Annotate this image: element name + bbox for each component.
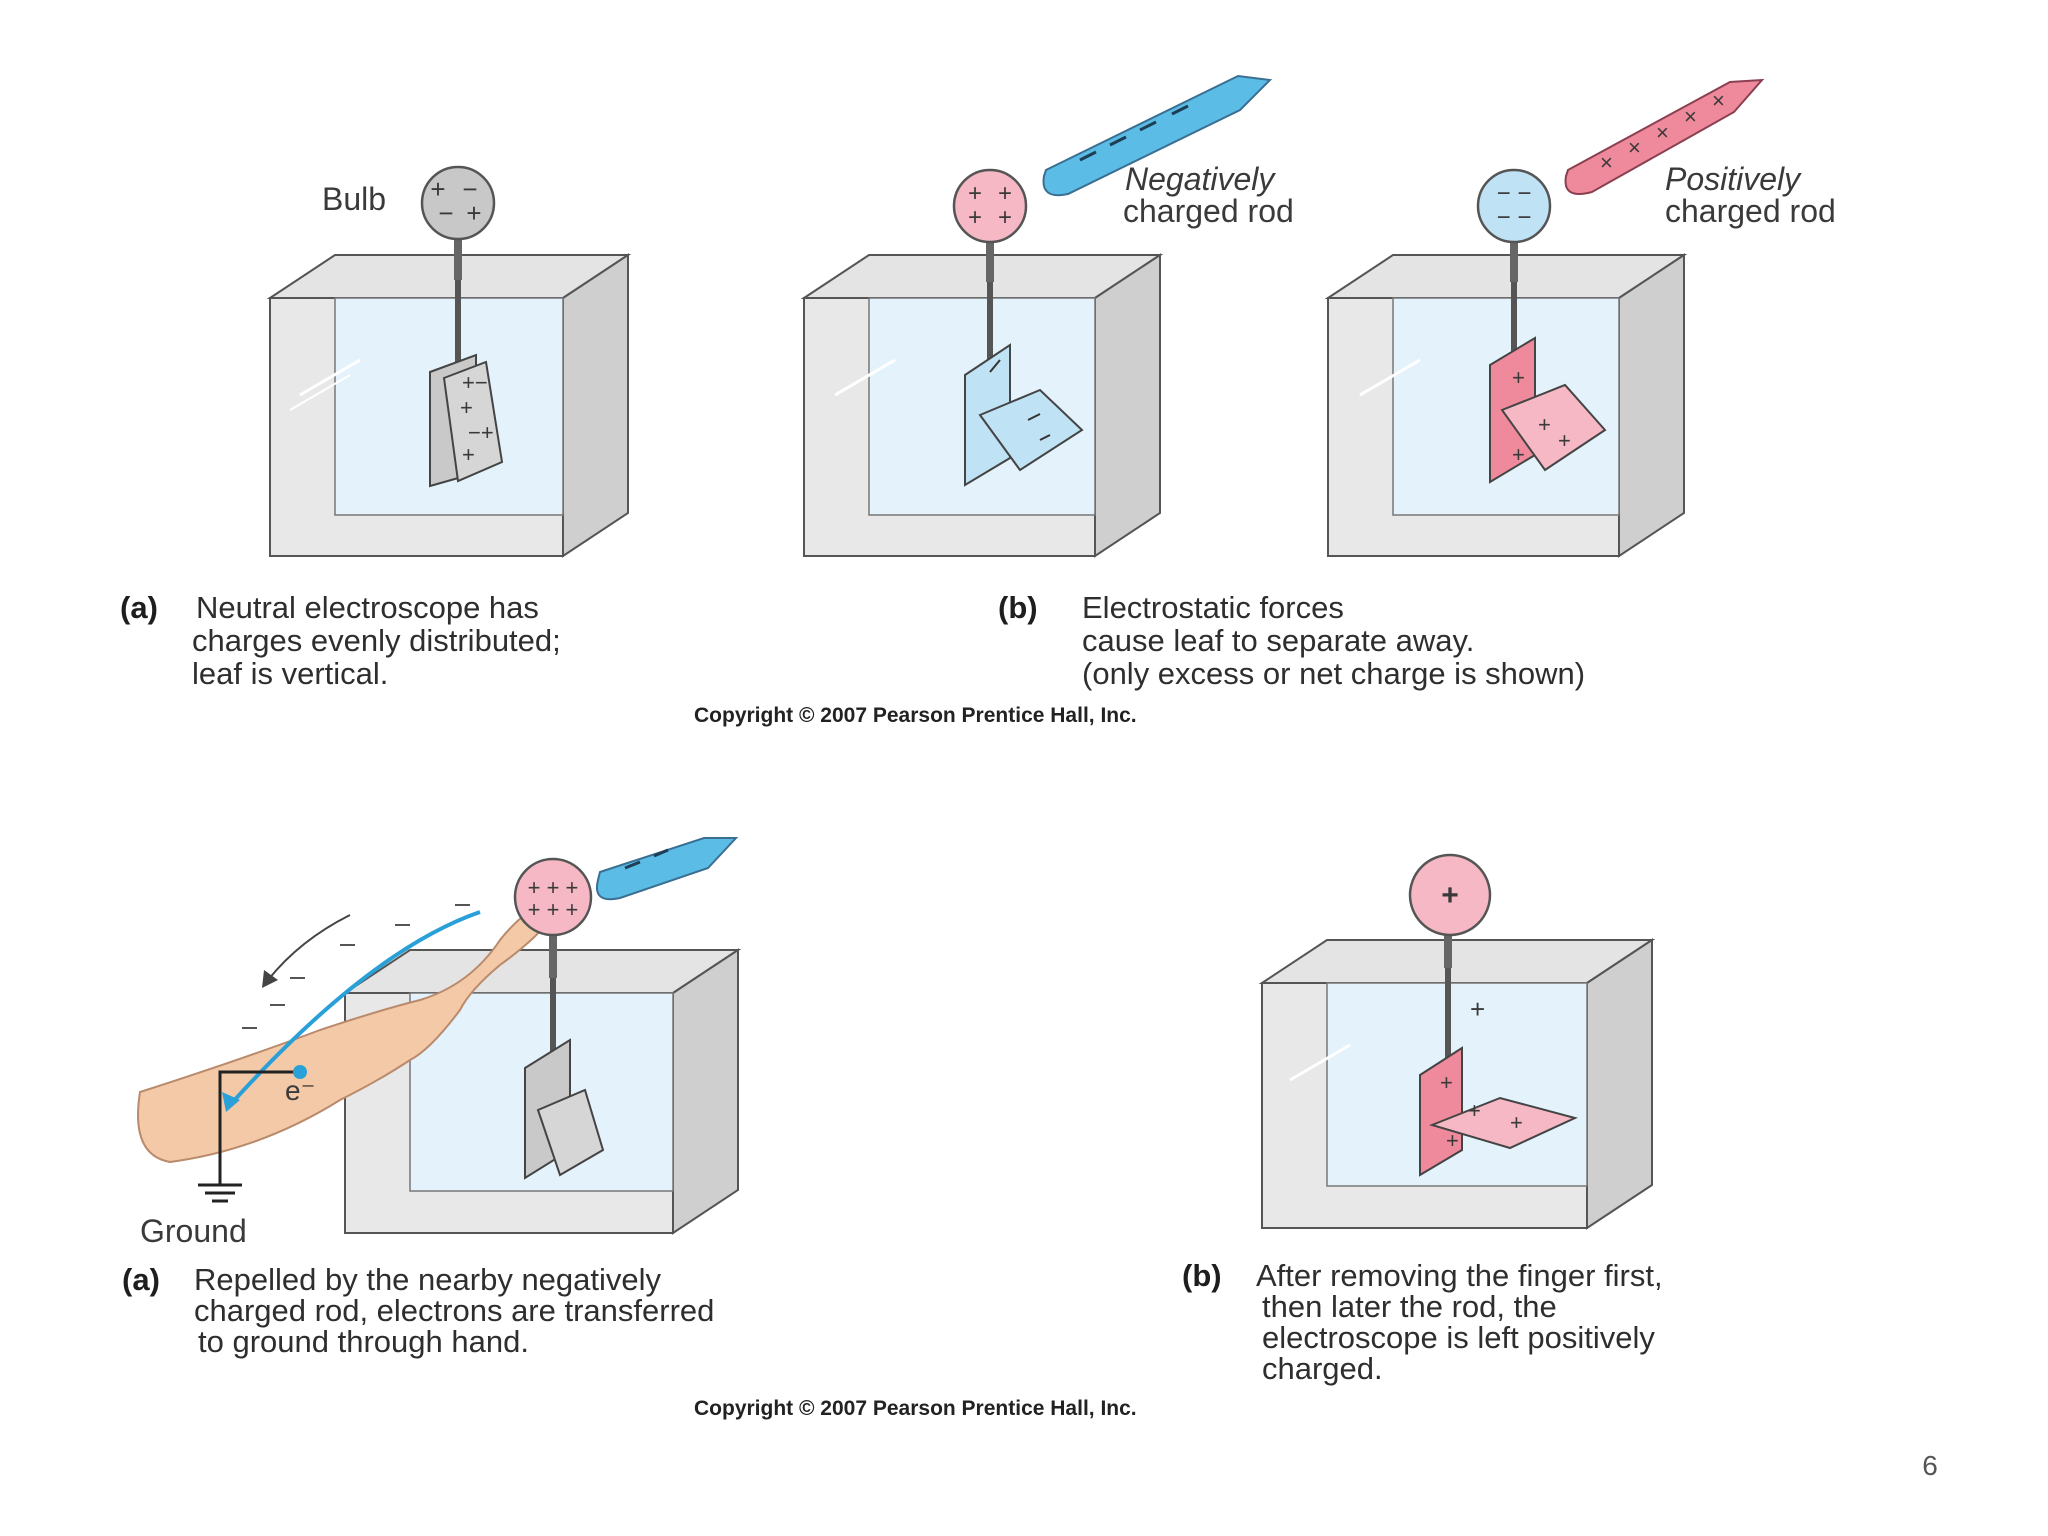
svg-text:− −: − − bbox=[1497, 204, 1532, 231]
svg-text:+: + bbox=[462, 442, 475, 467]
svg-text:+: + bbox=[1538, 412, 1551, 437]
svg-text:+: + bbox=[998, 180, 1012, 207]
top-copyright: Copyright © 2007 Pearson Prentice Hall, … bbox=[694, 704, 1137, 727]
electroscope-grounding: + + + + + + e⁻ Ground bbox=[137, 837, 742, 1249]
bottom-caption-a: (a) Repelled by the nearby negatively ch… bbox=[122, 1262, 714, 1359]
negative-rod bbox=[1042, 74, 1273, 197]
negative-rod-bottom bbox=[596, 837, 739, 901]
pos-rod-label-1: Positively bbox=[1665, 161, 1802, 197]
bulb-label: Bulb bbox=[322, 181, 386, 217]
svg-text:+: + bbox=[1558, 428, 1571, 453]
bottom-caption-b: (b) After removing the finger first, the… bbox=[1182, 1258, 1663, 1386]
hand bbox=[137, 903, 554, 1164]
pos-rod-label-2: charged rod bbox=[1665, 193, 1836, 229]
bottom-copyright: Copyright © 2007 Pearson Prentice Hall, … bbox=[694, 1397, 1137, 1420]
svg-text:+: + bbox=[430, 174, 445, 204]
svg-text:+: + bbox=[1512, 442, 1525, 467]
electroscope-positively-charged: + + + + + + bbox=[1258, 853, 1656, 1230]
svg-text:+: + bbox=[1440, 1070, 1453, 1095]
svg-text:+ + +: + + + bbox=[528, 875, 579, 900]
top-caption-a-line: charges evenly distributed; bbox=[192, 623, 561, 658]
svg-text:+: + bbox=[968, 180, 982, 207]
top-caption-a-line: leaf is vertical. bbox=[192, 656, 388, 691]
top-caption-b-line: cause leaf to separate away. bbox=[1082, 623, 1474, 658]
svg-text:+: + bbox=[1510, 1110, 1523, 1135]
bottom-caption-b-tag: (b) bbox=[1182, 1258, 1222, 1293]
bottom-caption-a-line: to ground through hand. bbox=[198, 1324, 529, 1359]
svg-text:+: + bbox=[968, 204, 982, 231]
svg-text:+: + bbox=[1512, 365, 1525, 390]
svg-text:+: + bbox=[466, 198, 481, 228]
svg-text:×: × bbox=[1684, 104, 1697, 129]
svg-text:+: + bbox=[460, 395, 473, 420]
positive-rod: × × × × × bbox=[1564, 78, 1765, 195]
svg-text:×: × bbox=[1712, 88, 1725, 113]
electroscope-near-negative-rod: + + + + Negatively charged rod bbox=[800, 74, 1294, 558]
svg-text:+ + +: + + + bbox=[528, 897, 579, 922]
electroscope-near-positive-rod: − − − − + + + + × × × × × Positively cha… bbox=[1324, 78, 1836, 558]
top-caption-a-tag: (a) bbox=[120, 590, 158, 625]
electroscope-neutral: + − − + +− + −+ + Bulb bbox=[266, 165, 632, 558]
svg-text:− −: − − bbox=[1497, 180, 1532, 207]
svg-text:×: × bbox=[1656, 120, 1669, 145]
svg-text:×: × bbox=[1628, 135, 1641, 160]
top-caption-a-line: Neutral electroscope has bbox=[196, 590, 539, 625]
svg-text:+−: +− bbox=[462, 370, 488, 395]
top-caption-b-line: (only excess or net charge is shown) bbox=[1082, 656, 1585, 691]
page-number: 6 bbox=[1922, 1450, 1938, 1481]
svg-text:×: × bbox=[1600, 150, 1613, 175]
svg-text:+: + bbox=[998, 204, 1012, 231]
svg-text:+: + bbox=[1470, 994, 1485, 1024]
bottom-caption-a-tag: (a) bbox=[122, 1262, 160, 1297]
electron-label: e⁻ bbox=[285, 1075, 315, 1106]
neg-rod-label-1: Negatively bbox=[1125, 161, 1276, 197]
bottom-caption-b-line: charged. bbox=[1262, 1351, 1383, 1386]
bottom-caption-b-line: then later the rod, the bbox=[1262, 1289, 1557, 1324]
top-caption-b-line: Electrostatic forces bbox=[1082, 590, 1344, 625]
top-caption-b: (b) Electrostatic forces cause leaf to s… bbox=[998, 590, 1585, 691]
bottom-caption-a-line: charged rod, electrons are transferred bbox=[194, 1293, 714, 1328]
svg-text:−+: −+ bbox=[468, 420, 494, 445]
svg-text:+: + bbox=[1446, 1128, 1459, 1153]
bottom-caption-b-line: electroscope is left positively bbox=[1262, 1320, 1655, 1355]
ground-label: Ground bbox=[140, 1213, 247, 1249]
neg-rod-label-2: charged rod bbox=[1123, 193, 1294, 229]
svg-text:+: + bbox=[1468, 1098, 1481, 1123]
bottom-caption-a-line: Repelled by the nearby negatively bbox=[194, 1262, 662, 1297]
svg-text:−: − bbox=[438, 198, 453, 228]
bottom-caption-b-line: After removing the finger first, bbox=[1256, 1258, 1663, 1293]
svg-text:+: + bbox=[1441, 879, 1459, 912]
top-caption-a: (a) Neutral electroscope has charges eve… bbox=[120, 590, 561, 691]
svg-text:−: − bbox=[462, 174, 477, 204]
top-caption-b-tag: (b) bbox=[998, 590, 1038, 625]
